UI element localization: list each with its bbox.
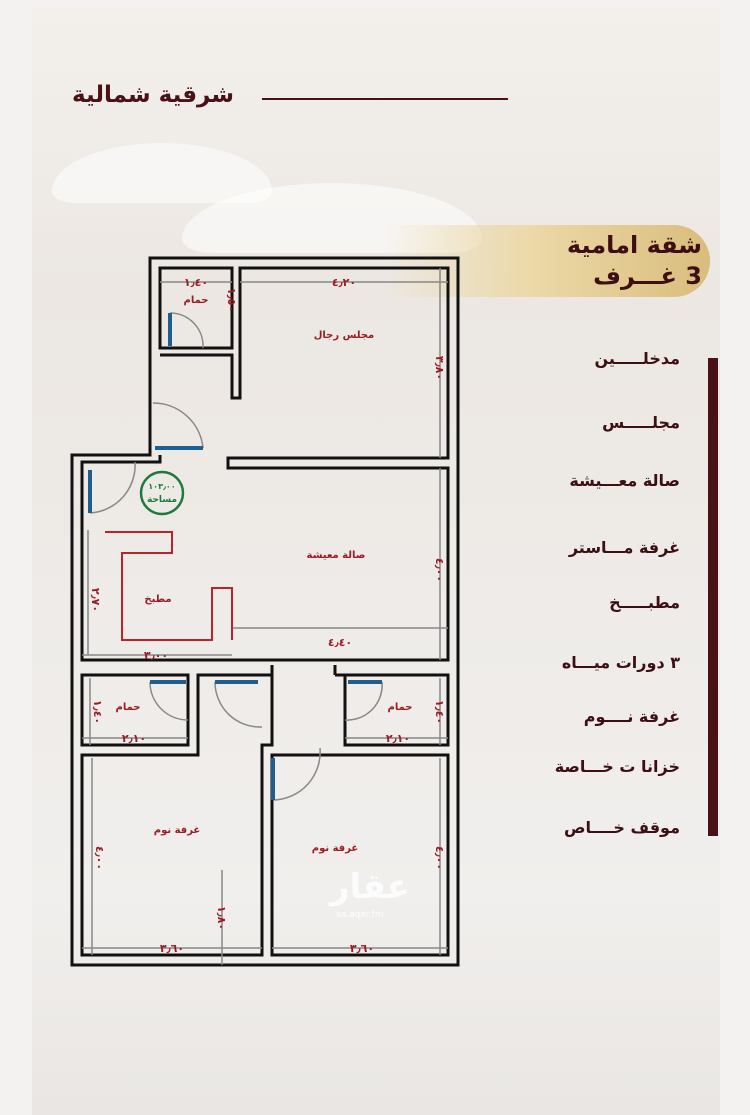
dim-label: ٢٫١٠ [386,732,410,745]
apartment-banner [385,225,710,297]
room-majlis: مجلس رجال [314,330,375,341]
dim-label: ١٫٤٠ [433,700,446,724]
bedroom-right-wall [270,753,450,957]
door-swing [214,681,263,728]
dim-label: ٣٫٠٠ [144,649,168,662]
watermark-site: sa.aqar.fm [336,910,384,920]
door-swing [169,312,204,349]
feature-item: غرفة مـــاستر [568,538,680,557]
bath-top-wall [158,266,234,350]
title-divider [262,98,508,100]
dimension-lines [82,268,448,965]
walls [70,256,460,967]
majlis-living-wall [80,266,450,662]
room-bedroom-left: غرفة نوم [154,825,201,836]
feature-item: خزانا ت خـــاصة [554,757,680,776]
room-bath-top: حمام [184,295,209,306]
door-swing [149,681,189,721]
dim-label: ٣٫٦٠ [350,942,374,955]
watermark-logo: عقار [330,867,411,907]
feature-item: مطبـــــخ [609,593,680,612]
area-stamp-circle [139,470,185,516]
dim-label: ٤٫٤٠ [328,636,352,649]
area-stamp: ١٠٣٫٠٠ مساحة [139,470,185,516]
feature-item: صالة معـــيشة [569,471,680,490]
door-swing [272,747,321,801]
doors [88,312,383,801]
orientation-title: شرقية شمالية [72,82,234,108]
area-value: ١٠٣٫٠٠ [148,482,175,491]
dim-label: ٤٫٠٠ [93,846,106,870]
dim-label: ٤٫٢٠ [332,276,356,289]
apartment-banner-text: شقة امامية 3 غـــرف [567,230,702,292]
kitchen-counter [105,531,233,641]
door-swing [89,461,136,514]
banner-line-2: 3 غـــرف [593,262,702,290]
dim-label: ٣٫٨٠ [433,356,446,380]
dim-label: ٢٫١٠ [122,732,146,745]
door-swing [152,402,204,449]
bath-left-wall [80,673,190,747]
area-label: مساحة [147,495,177,505]
room-living: صالة معيشة [307,550,366,561]
dim-label: ٤٫٠٠ [433,846,446,870]
feature-item: ٣ دورات ميـــاه [561,653,680,672]
banner-line-1: شقة امامية [566,231,702,259]
dim-label: ١٫٤٠ [184,276,208,289]
corridor-wall [270,665,337,675]
dim-label: ١٫٤٠ [91,700,104,724]
room-labels: مجلس رجال حمام صالة معيشة مطبخ حمام حمام… [116,295,413,854]
feature-item: موقف خــــاص [564,818,680,837]
feature-item: مدخلـــــين [594,349,680,368]
dim-label: ٣٫٦٠ [160,942,184,955]
feature-item: مجلـــــس [602,413,680,432]
room-bedroom-right: غرفة نوم [312,843,359,854]
background-card [32,8,720,1115]
dim-label: ١٫٨٠ [215,906,228,930]
accent-bar [708,358,718,836]
room-bath-left: حمام [116,702,141,713]
feature-item: غرفة نــــوم [583,707,680,726]
dimension-labels: ١٫٤٠ ١٫٥٠ ٤٫٢٠ ٣٫٨٠ ٤٫٠٠ ٤٫٤٠ ٢٫٧٠ ٣٫٠٠ … [89,276,446,955]
room-kitchen: مطبخ [144,594,171,605]
door-swing [344,681,383,721]
outer-wall [70,256,460,967]
bedroom-left-wall [80,673,274,957]
dim-label: ٤٫٠٠ [433,558,446,582]
dim-label: ٢٫٧٠ [89,588,102,612]
room-bath-right: حمام [388,702,413,713]
dim-label: ١٫٥٠ [225,288,238,312]
bath-right-wall [335,673,450,747]
